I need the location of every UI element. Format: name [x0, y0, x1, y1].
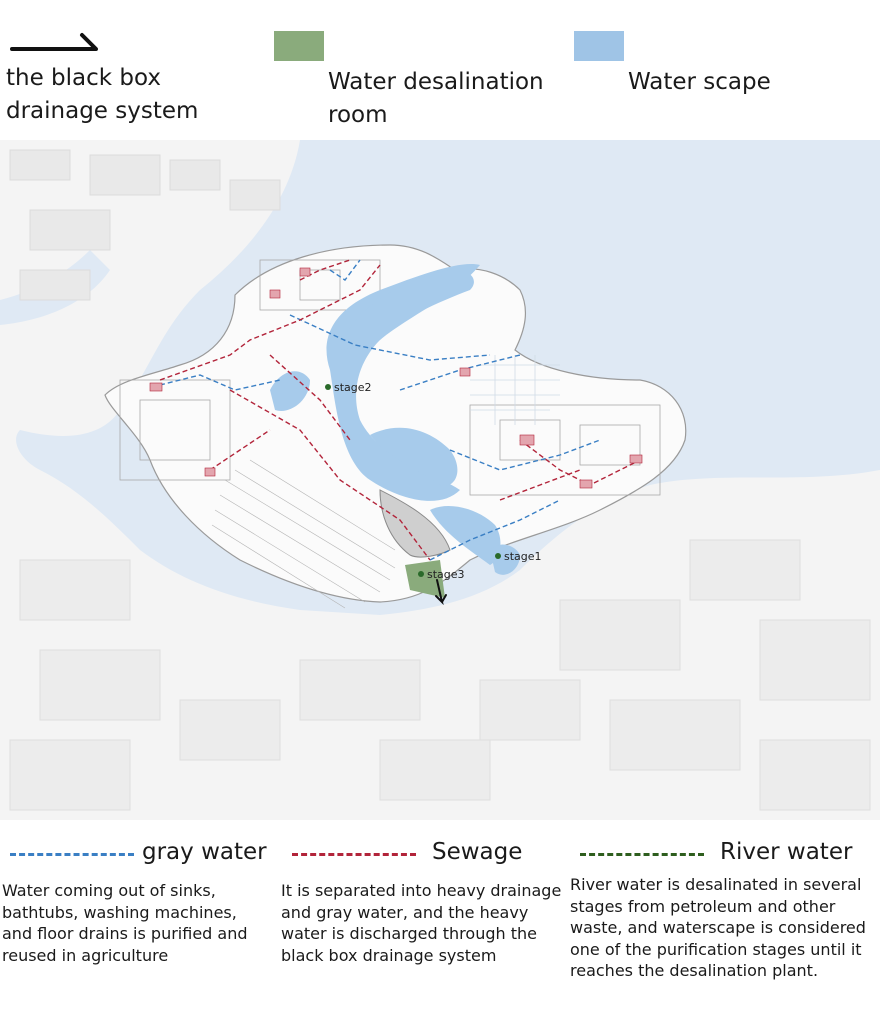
parking-lot	[211, 459, 396, 609]
stage-marker-2: stage2	[325, 381, 372, 394]
surrounding-buildings-bottom	[9, 539, 871, 811]
site-buildings	[119, 259, 661, 496]
river-water-title: River water	[720, 839, 853, 865]
desalination-room-swatch	[274, 31, 324, 61]
marina	[470, 355, 560, 425]
gray-water-pipes	[159, 259, 601, 561]
sewage-title: Sewage	[432, 839, 523, 865]
water-scape-features	[270, 264, 520, 575]
sewage-line	[292, 853, 416, 856]
gray-water-description: Water coming out of sinks, bathtubs, was…	[2, 881, 248, 965]
water-scape-label: Water scape	[628, 69, 771, 95]
desalination-room-label: Water desalination room	[328, 69, 544, 128]
arrow-icon	[10, 33, 98, 51]
legend-top: the black box drainage system Water desa…	[0, 0, 880, 140]
stage-label-2: stage2	[334, 381, 372, 394]
leaf-structure	[379, 489, 451, 558]
river-water-description: River water is desalinated in several st…	[570, 875, 866, 980]
stage-label-1: stage1	[504, 550, 542, 563]
surrounding-buildings-top	[9, 149, 281, 301]
desalination-room	[405, 560, 445, 598]
black-box-arrow	[435, 579, 447, 606]
river-water-line	[580, 853, 704, 856]
black-box-label: the black box drainage system	[6, 65, 199, 124]
gray-water-title: gray water	[142, 839, 267, 865]
water-scape-swatch	[574, 31, 624, 61]
stage-marker-3: stage3	[418, 568, 465, 581]
sewage-description: It is separated into heavy drainage and …	[281, 881, 562, 965]
stage-marker-1: stage1	[495, 550, 542, 563]
site-map: stage1 stage2 stage3	[0, 140, 880, 820]
sewage-pipes	[159, 259, 641, 561]
legend-bottom: gray water Water coming out of sinks, ba…	[0, 830, 880, 1015]
sewage-buildings	[149, 267, 643, 489]
gray-water-line	[10, 853, 134, 856]
stage-label-3: stage3	[427, 568, 465, 581]
